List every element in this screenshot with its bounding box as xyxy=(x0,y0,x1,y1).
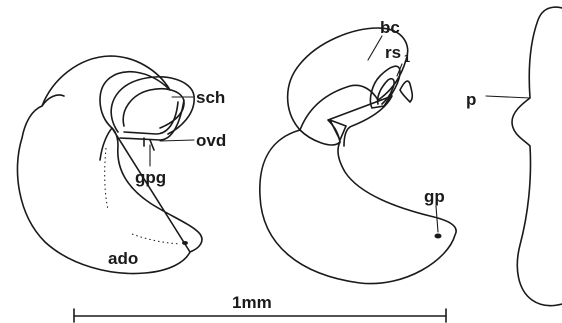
scale-bar: 1mm xyxy=(74,293,446,322)
label-p: p xyxy=(466,90,476,109)
label-rs: rs xyxy=(385,43,401,62)
right-specimen: p xyxy=(466,7,562,306)
middle-body-outline xyxy=(260,130,456,284)
bc-leader xyxy=(368,36,382,60)
label-ovd: ovd xyxy=(196,131,226,150)
label-sch: sch xyxy=(196,88,225,107)
middle-y-duct-fill xyxy=(330,120,346,140)
left-genital-pore-mark xyxy=(182,241,188,245)
middle-specimen: bc rs 1 gp xyxy=(260,18,456,284)
p-leader xyxy=(486,96,530,98)
left-body-outline xyxy=(17,56,202,273)
left-specimen: sch ovd gpg ado xyxy=(17,56,226,273)
left-duct-lower xyxy=(124,102,178,134)
scale-bar-label: 1mm xyxy=(232,293,272,312)
label-rs-sub: 1 xyxy=(404,53,410,65)
left-lobe-fold xyxy=(42,95,64,106)
left-coil-inner xyxy=(123,89,184,128)
label-gpg: gpg xyxy=(135,168,166,187)
gp-leader xyxy=(436,206,438,232)
left-dotted-trail xyxy=(105,148,108,210)
middle-genital-pore-mark xyxy=(435,234,442,239)
label-bc: bc xyxy=(380,18,400,37)
right-body-outline xyxy=(512,7,562,306)
label-gp: gp xyxy=(424,187,445,206)
ovd-leader xyxy=(160,140,194,141)
middle-receptaculum-2 xyxy=(400,81,412,102)
label-ado: ado xyxy=(108,249,138,268)
left-dotted-trail-2 xyxy=(132,234,180,244)
